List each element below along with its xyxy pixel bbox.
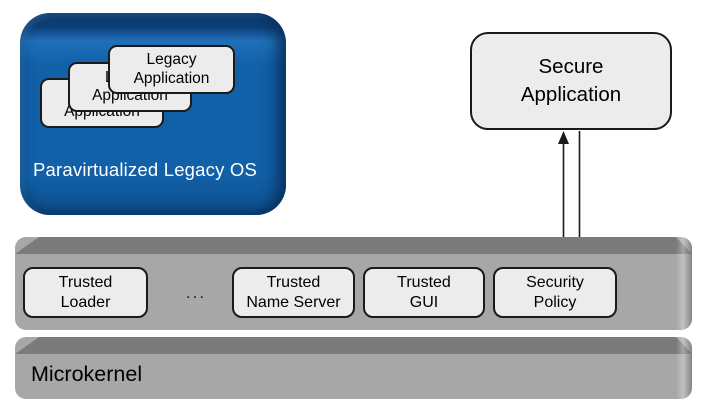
microkernel-label: Microkernel — [31, 362, 143, 386]
security-policy-box: Security Policy — [493, 267, 617, 318]
security-policy-label: Security Policy — [526, 274, 584, 311]
microkernel-bar: Microkernel — [15, 337, 692, 399]
trusted-name-server-label: Trusted Name Server — [246, 274, 341, 311]
trusted-components-bar: Trusted Loader ... Trusted Name Server T… — [15, 237, 692, 330]
trusted-gui-box: Trusted GUI — [363, 267, 485, 318]
trusted-gui-label: Trusted GUI — [397, 274, 451, 311]
legacy-app-label: Legacy Application — [133, 51, 210, 87]
secure-application-label: Secure Application — [520, 55, 622, 106]
trusted-loader-label: Trusted Loader — [58, 274, 113, 311]
secure-application-box: Secure Application — [470, 32, 672, 130]
legacy-os-label: Paravirtualized Legacy OS — [33, 159, 258, 180]
legacy-app-box-front: Legacy Application — [108, 45, 235, 94]
ellipsis-label: ... — [185, 282, 207, 302]
trusted-loader-box: Trusted Loader — [23, 267, 148, 318]
trusted-name-server-box: Trusted Name Server — [232, 267, 355, 318]
